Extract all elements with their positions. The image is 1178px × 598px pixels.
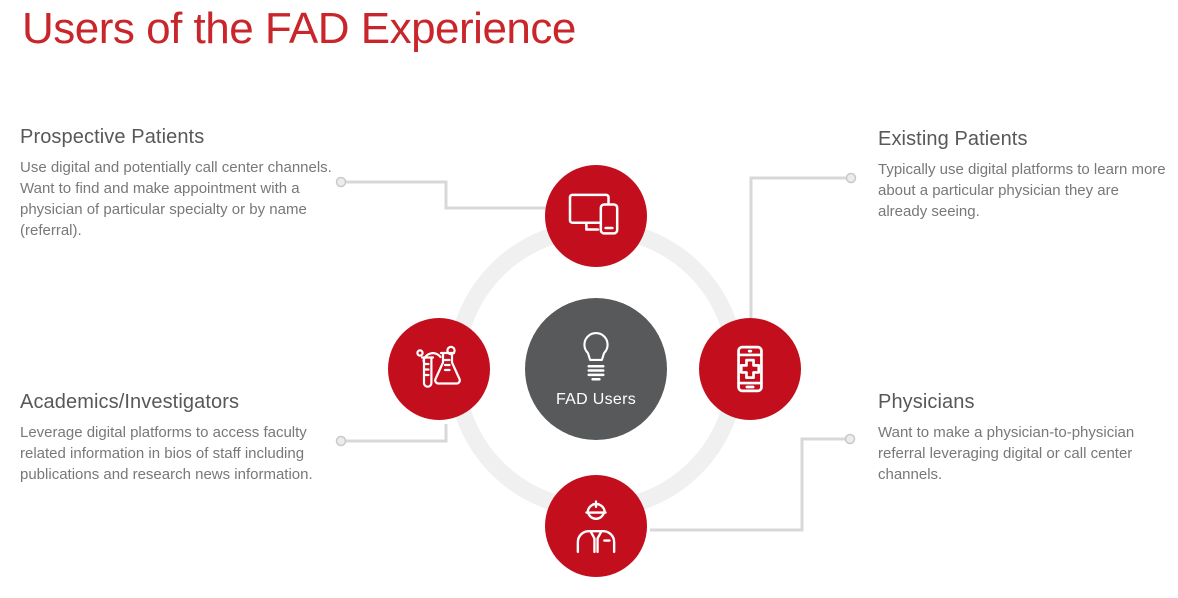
doctor-icon xyxy=(576,500,616,554)
group-body: Typically use digital platforms to learn… xyxy=(878,161,1166,220)
group-heading: Prospective Patients xyxy=(20,126,205,148)
lab-icon xyxy=(416,345,461,388)
connector-dot xyxy=(844,433,856,445)
devices-icon xyxy=(568,193,619,235)
connector-dot xyxy=(335,435,347,447)
connector-prospective xyxy=(341,180,547,210)
group-existing-patients: Existing Patients Typically use digital … xyxy=(878,128,1172,222)
group-body: Use digital and potentially call center … xyxy=(20,159,332,239)
connector-academics xyxy=(341,424,448,443)
page-title: Users of the FAD Experience xyxy=(22,4,576,53)
group-academics-investigators: Academics/Investigators Leverage digital… xyxy=(20,391,340,485)
group-physicians: Physicians Want to make a physician-to-p… xyxy=(878,391,1172,485)
connector-dot xyxy=(845,172,857,184)
center-label: FAD Users xyxy=(555,391,637,408)
connector-existing xyxy=(749,176,851,320)
bubble-existing-patients xyxy=(699,318,801,420)
phone-medical-icon xyxy=(737,345,763,393)
group-heading: Physicians xyxy=(878,391,975,413)
group-heading: Academics/Investigators xyxy=(20,391,240,413)
lightbulb-icon xyxy=(583,332,609,381)
bubble-prospective-patients xyxy=(545,165,647,267)
group-body: Want to make a physician-to-physician re… xyxy=(878,424,1135,483)
group-prospective-patients: Prospective Patients Use digital and pot… xyxy=(20,126,340,241)
bubble-physicians xyxy=(545,475,647,577)
connector-dot xyxy=(335,176,347,188)
bubble-fad-users: FAD Users xyxy=(525,298,667,440)
bubble-academics-investigators xyxy=(388,318,490,420)
connector-physicians xyxy=(650,437,850,532)
group-body: Leverage digital platforms to access fac… xyxy=(20,424,313,483)
group-heading: Existing Patients xyxy=(878,128,1028,150)
